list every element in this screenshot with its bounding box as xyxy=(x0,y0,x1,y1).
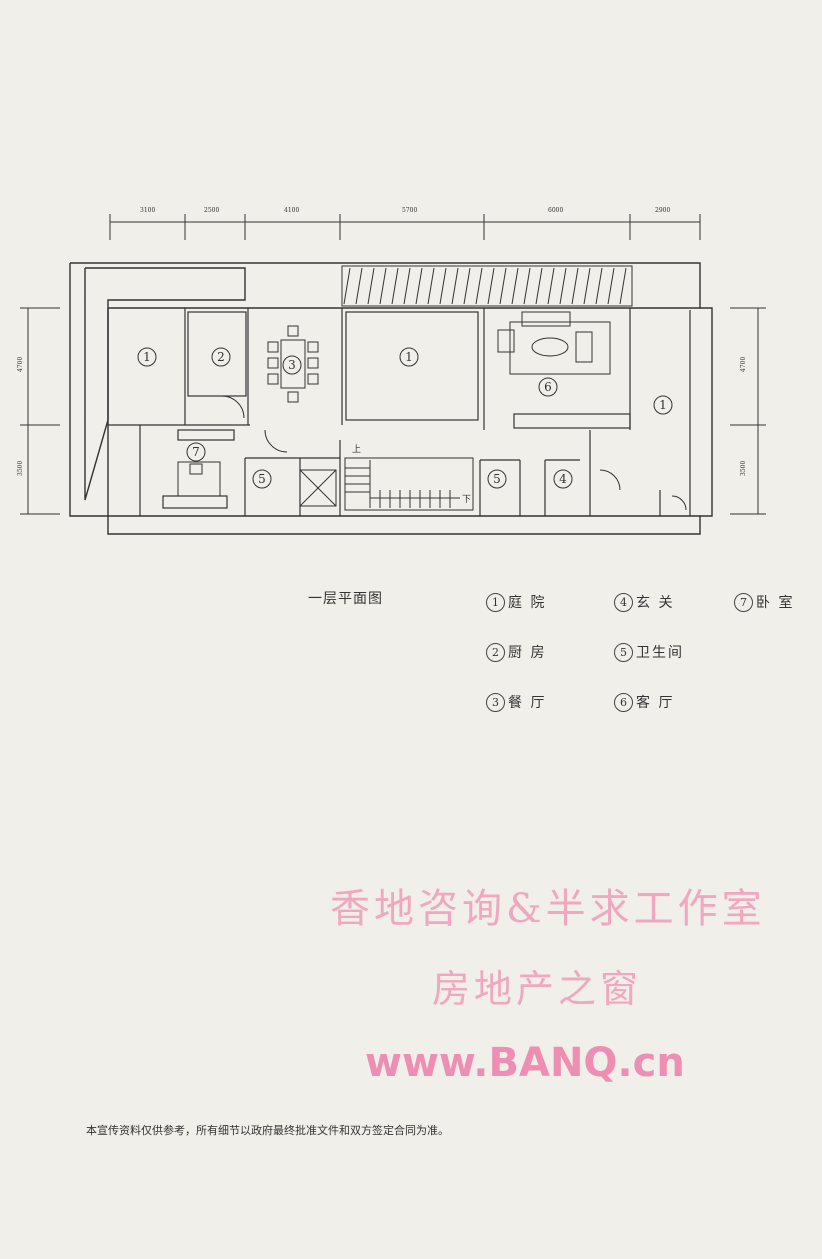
legend-label: 客 厅 xyxy=(636,695,675,711)
disclaimer-text: 本宣传资料仅供参考，所有细节以政府最终批准文件和双方签定合同为准。 xyxy=(86,1124,449,1137)
svg-text:7: 7 xyxy=(192,445,200,459)
legend-number: 4 xyxy=(614,592,633,612)
room-marker: 7 xyxy=(186,442,206,462)
legend-number: 7 xyxy=(734,592,753,612)
dim-left-1: 4700 xyxy=(17,357,24,372)
watermark-window: 房地产之窗 xyxy=(432,967,643,1011)
svg-text:1: 1 xyxy=(143,350,151,364)
svg-text:6: 6 xyxy=(544,380,552,394)
svg-text:1: 1 xyxy=(659,398,667,412)
dim-top-4: 5700 xyxy=(402,207,417,214)
legend-number: 3 xyxy=(486,692,505,712)
legend-item: 6 客 厅 xyxy=(614,692,674,712)
legend-label: 餐 厅 xyxy=(508,695,547,711)
legend-label: 庭 院 xyxy=(508,595,547,611)
legend-label: 卧 室 xyxy=(756,595,795,611)
legend-item: 4 玄 关 xyxy=(614,592,674,612)
dim-top-1: 3100 xyxy=(140,207,155,214)
stair-down-label: 下 xyxy=(462,495,471,505)
svg-text:2: 2 xyxy=(217,350,225,364)
outer-walls xyxy=(69,262,713,535)
living-sofa-set xyxy=(497,311,611,375)
legend-number: 1 xyxy=(486,592,505,612)
dim-top-5: 6000 xyxy=(548,207,563,214)
legend-item: 3 餐 厅 xyxy=(486,692,546,712)
door-swings xyxy=(221,395,687,511)
stair-up-label: 上 xyxy=(352,444,361,455)
dim-top-3: 4100 xyxy=(284,207,299,214)
watermark-url: www.BANQ.cn xyxy=(365,1040,685,1086)
room-marker: 4 xyxy=(553,469,573,489)
legend-number: 6 xyxy=(614,692,633,712)
dim-top-2: 2500 xyxy=(204,207,219,214)
dim-top-6: 2900 xyxy=(655,207,670,214)
legend-item: 2 厨 房 xyxy=(486,642,546,662)
legend-label: 玄 关 xyxy=(636,595,675,611)
room-marker: 6 xyxy=(538,377,558,397)
dim-right-1: 4700 xyxy=(740,357,747,372)
svg-text:5: 5 xyxy=(493,472,501,486)
dimension-ticks-left xyxy=(20,307,60,515)
interior-walls xyxy=(108,308,691,516)
room-marker: 1 xyxy=(399,347,419,367)
dim-right-2: 3500 xyxy=(740,461,747,476)
dimension-ticks-right xyxy=(730,307,766,515)
legend-label: 厨 房 xyxy=(508,645,547,661)
legend-number: 5 xyxy=(614,642,633,662)
svg-text:4: 4 xyxy=(559,472,567,486)
svg-text:5: 5 xyxy=(258,472,266,486)
plan-caption: 一层平面图 xyxy=(308,591,383,607)
stair-flight xyxy=(299,457,474,511)
svg-text:1: 1 xyxy=(405,350,413,364)
legend-number: 2 xyxy=(486,642,505,662)
room-marker: 1 xyxy=(137,347,157,367)
courtyard-louvres xyxy=(341,265,633,307)
floor-plan: 3100 2500 4100 5700 6000 2900 4700 3500 … xyxy=(17,207,766,535)
room-marker: 1 xyxy=(653,395,673,415)
dimension-ticks-top xyxy=(109,214,701,240)
room-marker: 2 xyxy=(211,347,231,367)
room-marker: 5 xyxy=(252,469,272,489)
bed xyxy=(177,461,221,497)
room-legend: 1 庭 院 4 玄 关 7 卧 室 2 厨 房 5 卫生间 3 餐 厅 6 客 … xyxy=(486,592,822,722)
legend-item: 7 卧 室 xyxy=(734,592,794,612)
watermark-studio: 香地咨询&半求工作室 xyxy=(330,886,766,932)
room-marker: 5 xyxy=(487,469,507,489)
legend-label: 卫生间 xyxy=(636,645,684,661)
legend-item: 1 庭 院 xyxy=(486,592,546,612)
dim-left-2: 3500 xyxy=(17,461,24,476)
legend-item: 5 卫生间 xyxy=(614,642,684,662)
svg-text:3: 3 xyxy=(288,358,296,372)
dining-table xyxy=(267,325,319,403)
room-marker: 3 xyxy=(282,355,302,375)
